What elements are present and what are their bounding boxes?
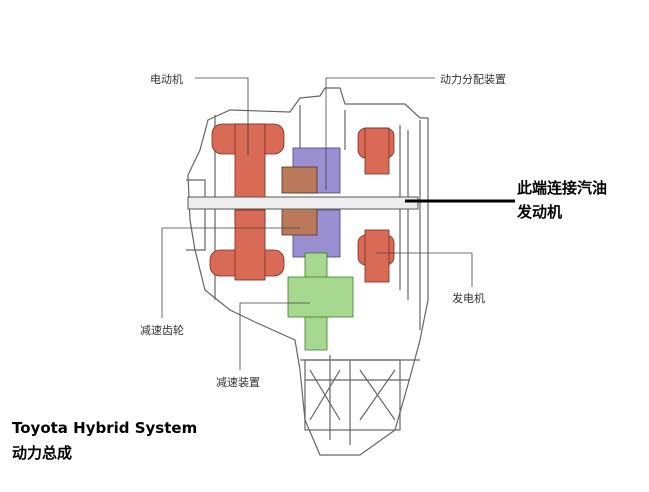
generator-shape: [357, 127, 395, 283]
reduction-gear-shape: [281, 166, 318, 236]
title-line1: Toyota Hybrid System: [12, 419, 198, 437]
engine-side-label-line1: 此端连接汽油: [517, 179, 608, 197]
reduction-gear-label: 减速齿轮: [140, 324, 184, 337]
leader-lines: [161, 77, 473, 370]
title-line2: 动力总成: [12, 444, 73, 462]
power-split-label: 动力分配装置: [440, 73, 506, 86]
reduction-device-shape: [287, 252, 354, 351]
engine-side-label: 此端连接汽油 发动机: [517, 176, 607, 224]
motor-label: 电动机: [150, 73, 183, 86]
main-shaft: [187, 196, 419, 210]
diagram-title: Toyota Hybrid System 动力总成: [12, 416, 197, 466]
engine-side-label-line2: 发动机: [517, 203, 563, 221]
reduction-device-label: 减速装置: [216, 376, 260, 389]
generator-label: 发电机: [452, 292, 485, 305]
motor-shape: [209, 123, 285, 281]
